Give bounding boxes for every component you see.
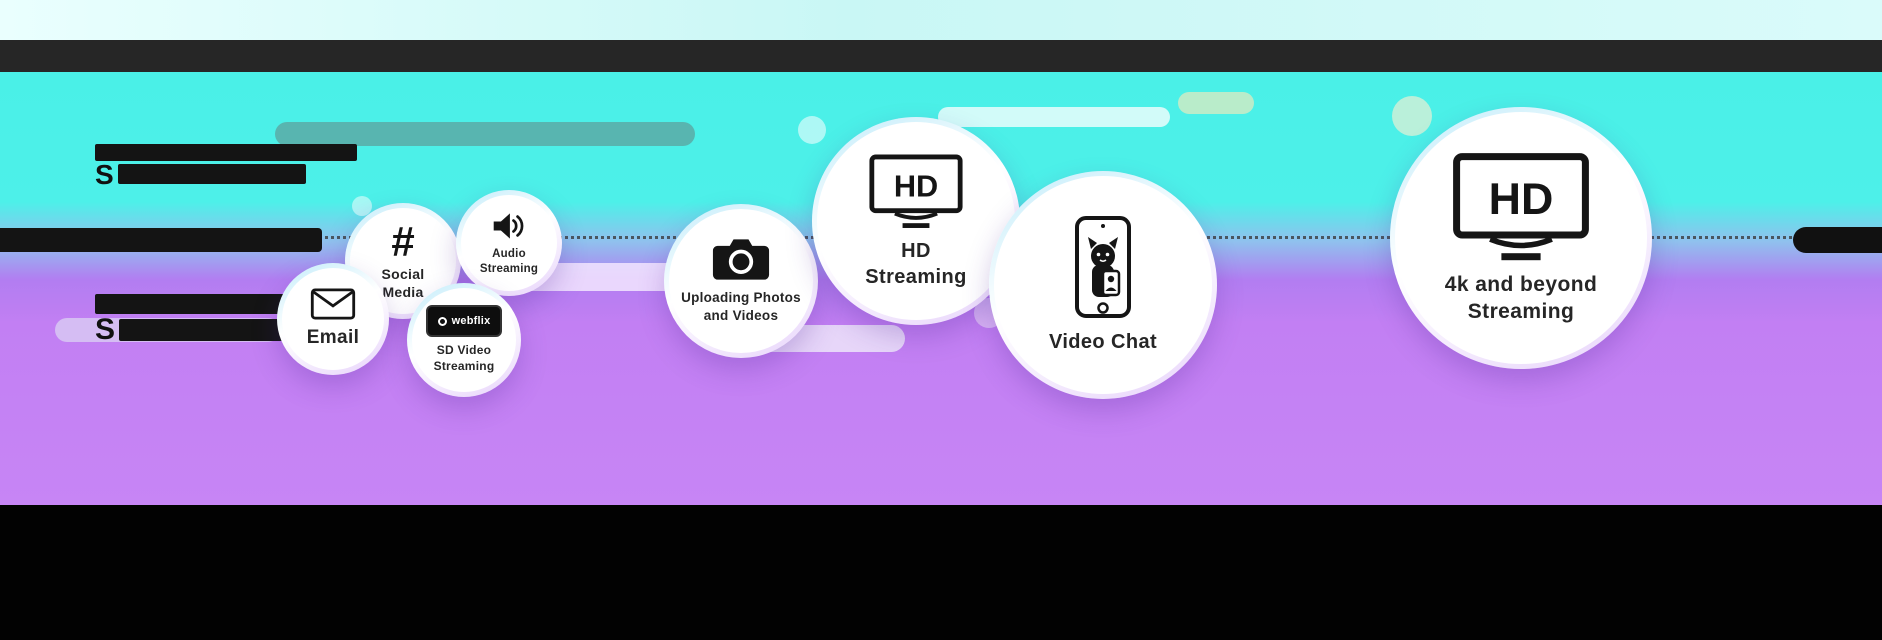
footer-bar xyxy=(0,505,1882,640)
bubble-uploading-photos: Uploading Photos and Videos xyxy=(664,204,818,358)
label-line: Audio xyxy=(492,247,526,260)
label-line: 4k and beyond xyxy=(1444,272,1598,296)
redacted-bar xyxy=(117,164,306,184)
bubble-label: 4k and beyond Streaming xyxy=(1445,271,1598,326)
bubble-email: Email xyxy=(277,263,389,375)
label-line: and Videos xyxy=(703,308,779,323)
webflix-wordmark: webflix xyxy=(451,315,491,328)
webflix-icon: webflix xyxy=(425,305,503,338)
decor-pill-teal xyxy=(275,122,695,146)
tv-hd-icon: HD xyxy=(869,154,963,228)
redacted-bar xyxy=(119,319,308,341)
decor-pill-mint xyxy=(1178,92,1254,114)
decor-dot xyxy=(352,196,372,216)
bubble-4k-streaming-content: HD 4k and beyond Streaming xyxy=(1395,112,1647,364)
label-line: Uploading Photos xyxy=(681,290,801,306)
top-strip xyxy=(0,0,1882,40)
tv-hd-icon: HD xyxy=(1453,152,1589,260)
label-line: SD Video xyxy=(436,343,492,358)
bubble-sd-video-streaming-content: webflix SD Video Streaming xyxy=(412,288,516,392)
video-chat-phone-icon xyxy=(1075,216,1131,318)
label-line: Media xyxy=(382,284,424,300)
bubble-label: Video Chat xyxy=(1049,329,1157,355)
bubble-label: SD Video Streaming xyxy=(434,343,495,374)
header-bar xyxy=(0,40,1882,72)
redacted-bar xyxy=(0,228,322,252)
label-line: Streaming xyxy=(433,359,495,373)
bubble-label: Audio Streaming xyxy=(480,247,538,277)
hashtag-icon: # xyxy=(391,217,415,265)
speaker-icon xyxy=(493,212,524,239)
label-line: Streaming xyxy=(479,262,539,275)
bubble-video-chat-content: Video Chat xyxy=(994,176,1212,394)
decor-dot xyxy=(1392,96,1432,136)
bubble-label: HD Streaming xyxy=(865,238,966,290)
bubble-label: Social Media xyxy=(382,265,425,301)
redacted-visible-letter: S xyxy=(95,159,114,190)
tv-hd-text: HD xyxy=(894,168,938,203)
camera-icon xyxy=(712,239,770,281)
redacted-heading-2: S xyxy=(95,313,308,346)
bubble-hd-streaming: HD HD Streaming xyxy=(812,117,1020,325)
bubble-label: Email xyxy=(307,326,360,351)
tv-hd-text: HD xyxy=(1489,174,1554,224)
bubble-sd-video-streaming: webflix SD Video Streaming xyxy=(407,283,521,397)
bubble-video-chat: Video Chat xyxy=(989,171,1217,399)
envelope-icon xyxy=(310,288,356,320)
bubble-email-content: Email xyxy=(282,268,384,370)
redacted-bar-right xyxy=(1793,227,1882,253)
bubble-audio-streaming: Audio Streaming xyxy=(456,190,562,296)
label-line: Streaming xyxy=(865,265,967,288)
bubble-4k-streaming: HD 4k and beyond Streaming xyxy=(1390,107,1652,369)
bubble-audio-streaming-content: Audio Streaming xyxy=(461,195,557,291)
redacted-heading-1: S xyxy=(95,161,306,189)
decor-dot xyxy=(798,116,826,144)
webflix-ring xyxy=(437,316,447,326)
redacted-visible-letter: S xyxy=(95,313,116,346)
bubble-hd-streaming-content: HD HD Streaming xyxy=(817,122,1015,320)
bubble-uploading-photos-content: Uploading Photos and Videos xyxy=(669,209,813,353)
label-line: Social xyxy=(381,265,425,282)
label-line: Video Chat xyxy=(1048,331,1158,353)
label-line: Streaming xyxy=(1467,300,1575,323)
label-line: HD xyxy=(901,239,931,262)
redacted-bar xyxy=(95,144,357,161)
label-line: Email xyxy=(306,326,360,348)
bubble-label: Uploading Photos and Videos xyxy=(681,289,801,324)
decor-pill-white xyxy=(938,107,1170,127)
